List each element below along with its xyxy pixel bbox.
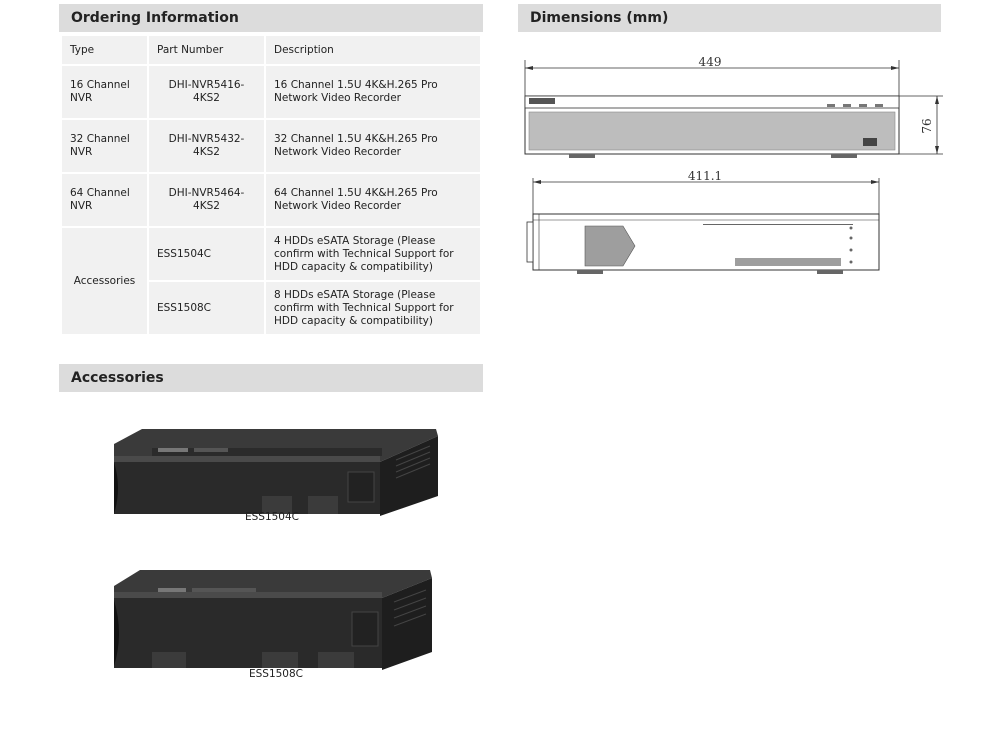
- table-row: 32 Channel NVR DHI-NVR5432-4KS2 32 Chann…: [62, 120, 480, 172]
- ordering-table: Type Part Number Description 16 Channel …: [60, 34, 482, 336]
- width-dimension-label: 449: [699, 55, 722, 69]
- description-cell: 32 Channel 1.5U 4K&H.265 Pro Network Vid…: [266, 120, 480, 172]
- ess1508c-product-image: [114, 570, 432, 670]
- height-dimension-label: 76: [920, 118, 934, 133]
- type-cell: 64 Channel NVR: [62, 174, 147, 226]
- table-row: 64 Channel NVR DHI-NVR5464-4KS2 64 Chann…: [62, 174, 480, 226]
- ess1504c-caption: ESS1504C: [244, 511, 300, 523]
- table-row: 16 Channel NVR DHI-NVR5416-4KS2 16 Chann…: [62, 66, 480, 118]
- type-cell: 32 Channel NVR: [62, 120, 147, 172]
- accessories-heading-text: Accessories: [71, 370, 164, 386]
- description-cell: 4 HDDs eSATA Storage (Please confirm wit…: [266, 228, 480, 280]
- table-header-row: Type Part Number Description: [62, 36, 480, 64]
- accessories-type-cell: Accessories: [62, 228, 147, 334]
- description-cell: 8 HDDs eSATA Storage (Please confirm wit…: [266, 282, 480, 334]
- accessories-heading: Accessories: [59, 364, 483, 392]
- dimensions-drawing: 449 76 411.1: [524, 55, 943, 274]
- part-number-cell: DHI-NVR5464-4KS2: [149, 174, 264, 226]
- depth-dimension-label: 411.1: [688, 169, 722, 183]
- column-header-description: Description: [266, 36, 480, 64]
- part-number-cell: ESS1504C: [149, 228, 264, 280]
- ess1504c-product-image: [114, 429, 438, 516]
- part-number-cell: DHI-NVR5416-4KS2: [149, 66, 264, 118]
- type-cell: 16 Channel NVR: [62, 66, 147, 118]
- table-row: ESS1508C 8 HDDs eSATA Storage (Please co…: [62, 282, 480, 334]
- column-header-type: Type: [62, 36, 147, 64]
- description-cell: 64 Channel 1.5U 4K&H.265 Pro Network Vid…: [266, 174, 480, 226]
- column-header-part-number: Part Number: [149, 36, 264, 64]
- table-row: Accessories ESS1504C 4 HDDs eSATA Storag…: [62, 228, 480, 334]
- part-number-cell: ESS1508C: [149, 282, 264, 334]
- dimensions-heading: Dimensions (mm): [518, 4, 941, 32]
- part-number-cell: DHI-NVR5432-4KS2: [149, 120, 264, 172]
- description-cell: 16 Channel 1.5U 4K&H.265 Pro Network Vid…: [266, 66, 480, 118]
- dimensions-heading-text: Dimensions (mm): [530, 10, 669, 26]
- ess1508c-caption: ESS1508C: [248, 668, 304, 680]
- ordering-heading-text: Ordering Information: [71, 10, 239, 26]
- ordering-information-heading: Ordering Information: [59, 4, 483, 32]
